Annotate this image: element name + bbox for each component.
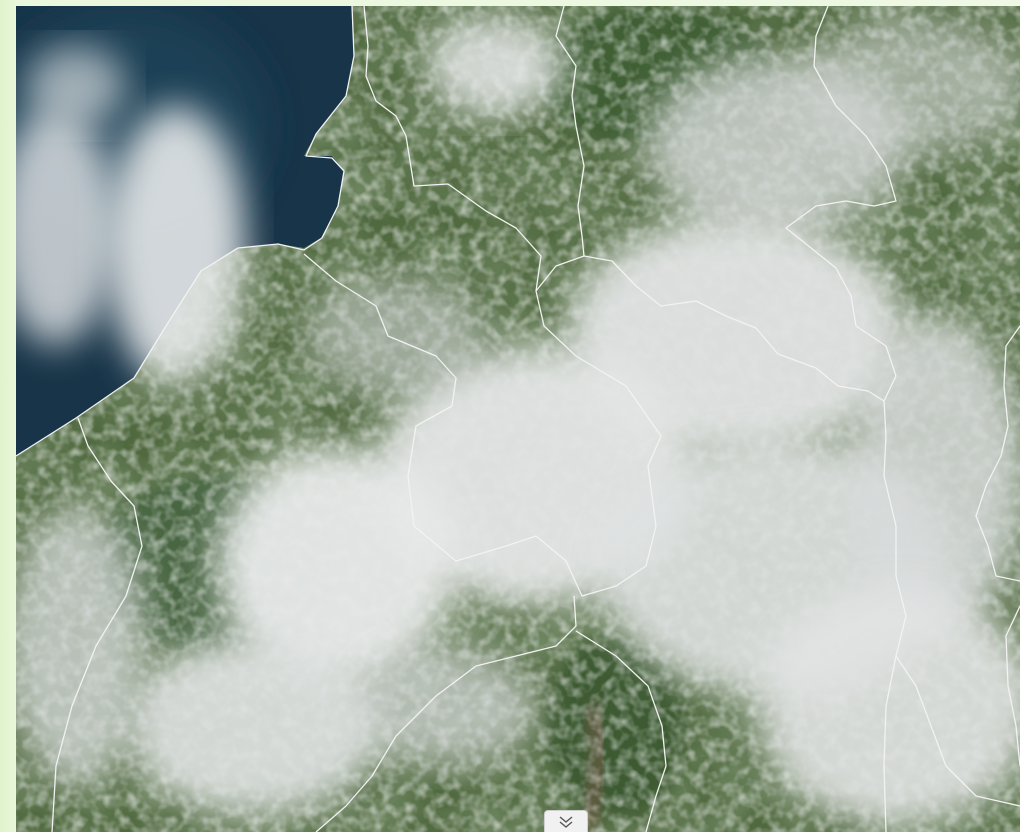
- country-borders: [16, 6, 1020, 832]
- satellite-image: [16, 6, 1020, 832]
- satellite-map-view[interactable]: [16, 6, 1020, 832]
- cloud-cover: [16, 16, 1020, 826]
- expand-panel-button[interactable]: [544, 810, 588, 832]
- double-chevron-down-icon: [559, 815, 573, 828]
